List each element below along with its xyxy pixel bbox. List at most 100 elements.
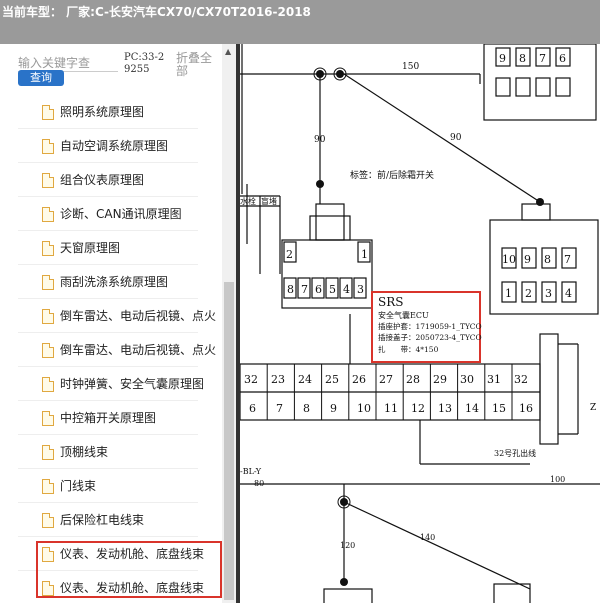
pin-number: 8 — [287, 283, 294, 296]
tree-item[interactable]: 仪表、发动机舱、底盘线束 — [0, 537, 222, 571]
pin-number: 8 — [544, 253, 551, 266]
tree-item[interactable]: 后保险杠电线束 — [0, 503, 222, 537]
sidebar: 查询 PC:33-29255 折叠全部 照明系统原理图自动空调系统原理图组合仪表… — [0, 44, 236, 603]
srs-highlight-box — [371, 291, 481, 363]
tree-item-label: 倒车雷达、电动后视镜、点火 — [60, 309, 217, 323]
pin-number: 32 — [514, 373, 528, 386]
row-separator — [18, 128, 198, 129]
tree-item[interactable]: 中控箱开关原理图 — [0, 401, 222, 435]
tree-item[interactable]: 倒车雷达、电动后视镜、点火 — [0, 299, 222, 333]
row-separator — [18, 230, 198, 231]
pin-number: 3 — [545, 287, 552, 300]
tree-item-label: 门线束 — [60, 479, 97, 493]
dim-90-a: 90 — [314, 135, 326, 145]
pin-number: 31 — [487, 373, 501, 386]
pc-label: PC:33-29255 — [124, 52, 165, 75]
pane-divider[interactable] — [236, 44, 240, 603]
search-row: 查询 PC:33-29255 折叠全部 — [0, 44, 222, 90]
file-icon — [42, 275, 54, 290]
pin-number: 28 — [406, 373, 420, 386]
pin-number: 6 — [559, 52, 566, 65]
pin-number: 9 — [524, 253, 531, 266]
pin-number: 7 — [564, 253, 571, 266]
query-button[interactable]: 查询 — [18, 70, 64, 86]
tree-item[interactable]: 倒车雷达、电动后视镜、点火 — [0, 333, 222, 367]
pin-number: 25 — [325, 373, 339, 386]
file-icon — [42, 343, 54, 358]
tree-item[interactable]: 照明系统原理图 — [0, 95, 222, 129]
tree-item[interactable]: 组合仪表原理图 — [0, 163, 222, 197]
tree-item[interactable]: 仪表、发动机舱、底盘线束 — [0, 571, 222, 603]
pin-number: 5 — [329, 283, 336, 296]
tree-item-label: 中控箱开关原理图 — [60, 411, 157, 425]
pin-number: 7 — [539, 52, 546, 65]
table-header-b: 盲堵 — [261, 196, 277, 206]
pin-number: 24 — [298, 373, 312, 386]
file-icon — [42, 173, 54, 188]
tree-item[interactable]: 顶棚线束 — [0, 435, 222, 469]
tree-item-label: 仪表、发动机舱、底盘线束 — [60, 547, 205, 561]
file-icon — [42, 377, 54, 392]
search-input[interactable] — [18, 54, 118, 72]
tree-item[interactable]: 时钟弹簧、安全气囊原理图 — [0, 367, 222, 401]
row-separator — [18, 196, 198, 197]
pin-number: 3 — [357, 283, 364, 296]
label-bly: -BL-Y — [240, 467, 262, 476]
tree-item[interactable]: 天窗原理图 — [0, 231, 222, 265]
tree-item-label: 组合仪表原理图 — [60, 173, 145, 187]
dim-100: 100 — [550, 475, 565, 484]
dim-90-b: 90 — [450, 133, 462, 143]
pin-number: 4 — [343, 283, 350, 296]
tree-item[interactable]: 雨刮洗涤系统原理图 — [0, 265, 222, 299]
scroll-up-arrow-icon[interactable]: ▲ — [225, 47, 232, 56]
tree-item[interactable]: 自动空调系统原理图 — [0, 129, 222, 163]
dim-120: 120 — [340, 541, 355, 550]
row-separator — [18, 400, 198, 401]
pin-number: 26 — [352, 373, 366, 386]
pin-number: 11 — [384, 402, 398, 415]
pin-number: 6 — [249, 402, 256, 415]
srs-line-3: 插接盖子：2050723-4_TYCO — [378, 332, 482, 342]
side-label-z: Z — [590, 403, 596, 413]
pin-2: 2 — [286, 248, 293, 261]
label-note: 标签：前/后除霜开关 — [350, 169, 434, 181]
row-separator — [18, 536, 198, 537]
label-32-hole: 32号孔出线 — [494, 448, 536, 458]
pin-number: 15 — [492, 402, 506, 415]
pin-number: 1 — [505, 287, 512, 300]
dim-80: 80 — [254, 479, 264, 488]
pin-number: 10 — [357, 402, 371, 415]
tree-item[interactable]: 门线束 — [0, 469, 222, 503]
tree-list: 照明系统原理图自动空调系统原理图组合仪表原理图诊断、CAN通讯原理图天窗原理图雨… — [0, 95, 222, 603]
pin-number: 29 — [433, 373, 447, 386]
pin-number: 8 — [519, 52, 526, 65]
pin-number: 4 — [565, 287, 572, 300]
tree-item-label: 仪表、发动机舱、底盘线束 — [60, 581, 205, 595]
tree-item-label: 时钟弹簧、安全气囊原理图 — [60, 377, 205, 391]
pin-number: 16 — [519, 402, 533, 415]
row-separator — [18, 298, 198, 299]
pin-number: 30 — [460, 373, 474, 386]
tree-item-label: 天窗原理图 — [60, 241, 121, 255]
row-separator — [18, 502, 198, 503]
pin-number: 27 — [379, 373, 393, 386]
file-icon — [42, 241, 54, 256]
row-separator — [18, 264, 198, 265]
file-icon — [42, 309, 54, 324]
pin-number: 23 — [271, 373, 285, 386]
file-icon — [42, 513, 54, 528]
pin-number: 13 — [438, 402, 452, 415]
file-icon — [42, 445, 54, 460]
tree-item[interactable]: 诊断、CAN通讯原理图 — [0, 197, 222, 231]
collapse-all-link[interactable]: 折叠全部 — [176, 51, 213, 78]
row-separator — [18, 468, 198, 469]
dim-150: 150 — [402, 62, 419, 72]
file-icon — [42, 139, 54, 154]
tree-item-label: 顶棚线束 — [60, 445, 109, 459]
pin-number: 8 — [303, 402, 310, 415]
scrollbar-thumb[interactable] — [224, 282, 234, 600]
srs-title: SRS — [378, 295, 403, 309]
tree-item-label: 倒车雷达、电动后视镜、点火 — [60, 343, 217, 357]
tree-item-label: 后保险杠电线束 — [60, 513, 145, 527]
